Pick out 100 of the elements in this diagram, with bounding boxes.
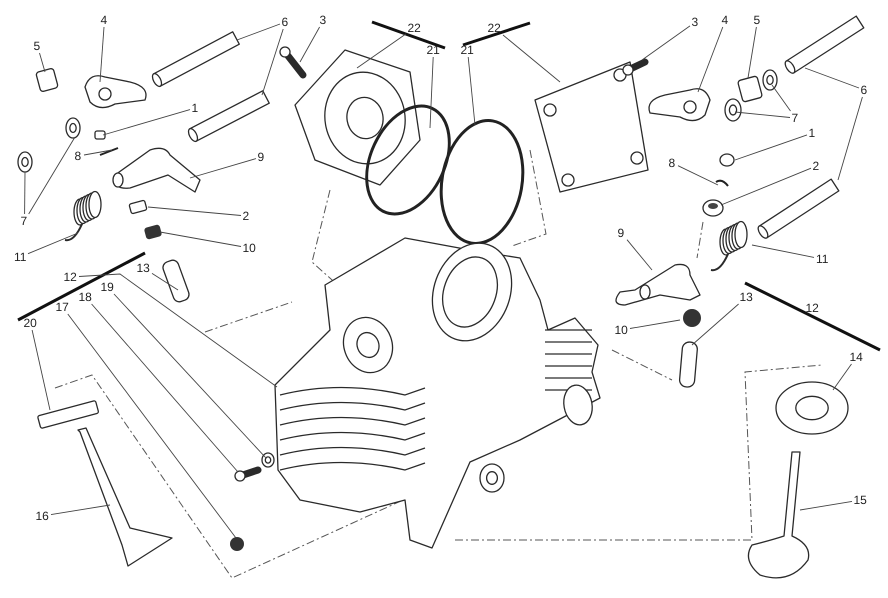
bolt-drawing <box>279 46 306 78</box>
leader-line <box>236 24 280 40</box>
leader-line <box>832 364 852 390</box>
callout-number: 21 <box>426 44 441 56</box>
leader-line <box>152 272 178 290</box>
washer-drawing <box>17 151 33 173</box>
leader-line <box>642 25 690 60</box>
bolt-drawing <box>622 58 648 76</box>
shaft-drawing <box>188 90 270 142</box>
callout-number: 22 <box>486 22 502 34</box>
leader-line <box>720 168 812 206</box>
callout-number: 21 <box>460 44 475 56</box>
bolt-drawing <box>234 466 262 482</box>
shaft-drawing <box>784 15 864 74</box>
rocker-arm-drawing <box>615 264 701 306</box>
leader-line <box>39 52 46 72</box>
leader-line <box>28 136 76 214</box>
valve-drawing <box>748 451 810 578</box>
callout-number: 4 <box>100 14 108 26</box>
pin-drawing <box>100 147 118 156</box>
shaft-drawing <box>758 178 840 239</box>
callout-number: 22 <box>406 22 422 34</box>
spring-retainer-drawing <box>702 199 724 217</box>
leader-line <box>190 158 256 178</box>
callout-number: 10 <box>242 242 257 254</box>
leader-line <box>698 26 724 92</box>
leader-line <box>838 96 863 180</box>
bolt-drawing <box>230 537 244 551</box>
callout-number: 3 <box>318 14 328 26</box>
collar-drawing <box>736 75 764 103</box>
callout-number: 7 <box>20 215 28 227</box>
callout-number: 7 <box>790 112 800 124</box>
leader-line <box>772 84 791 112</box>
leader-line <box>50 504 110 516</box>
collar-drawing <box>35 67 59 93</box>
rocker-arm-drawing <box>112 148 201 193</box>
leader-line <box>748 26 757 78</box>
valve-seal-drawing <box>683 309 701 327</box>
leader-line <box>102 109 190 136</box>
leader-line <box>502 34 560 82</box>
o-ring-drawing <box>365 104 451 216</box>
spring-drawing <box>710 220 748 272</box>
callout-number: 2 <box>812 160 820 172</box>
cover-plate-drawing <box>534 61 649 193</box>
callout-number: 14 <box>848 351 864 363</box>
leader-line <box>678 165 718 186</box>
pad-drawing <box>94 130 106 140</box>
callout-number: 19 <box>100 281 115 293</box>
leader-line <box>32 330 50 410</box>
leader-line <box>160 232 242 247</box>
leader-line <box>24 172 26 214</box>
leader-line <box>752 244 814 258</box>
cylinder-head-drawing <box>274 237 601 549</box>
callout-number: 6 <box>860 84 868 96</box>
pin-drawing <box>716 180 729 187</box>
valve-seat-drawing <box>775 381 849 435</box>
callout-number: 20 <box>22 317 38 329</box>
callout-number: 1 <box>190 102 200 114</box>
callout-number: 5 <box>752 14 762 26</box>
callout-number: 3 <box>690 16 700 28</box>
leader-line <box>28 232 78 254</box>
leader-line <box>84 150 112 156</box>
callout-number: 11 <box>13 251 28 263</box>
o-ring-drawing <box>440 119 524 245</box>
leader-line <box>91 304 238 472</box>
callout-number: 17 <box>54 301 70 313</box>
callout-number: 12 <box>62 271 78 283</box>
leader-line <box>100 26 104 82</box>
leader-line <box>626 239 652 270</box>
leader-line <box>430 56 434 128</box>
leader-line <box>468 56 476 126</box>
spring-drawing <box>64 190 102 242</box>
washer-drawing <box>65 117 81 139</box>
cover-plate-drawing <box>294 49 421 186</box>
valve-guide-drawing <box>678 340 699 388</box>
rocker-arm-drawing <box>648 88 711 122</box>
callout-number: 9 <box>256 151 266 163</box>
leader-line <box>630 320 680 329</box>
callout-number: 9 <box>616 227 626 239</box>
pad-drawing <box>719 153 735 167</box>
leader-line <box>356 33 406 68</box>
callout-number: 13 <box>136 262 151 274</box>
leader-line <box>734 112 790 118</box>
callout-number: 2 <box>242 210 250 222</box>
leader-line <box>114 294 266 458</box>
callout-number: 10 <box>614 324 629 336</box>
rocker-arm-drawing <box>84 75 147 108</box>
valve-drawing <box>77 427 173 567</box>
callout-number: 6 <box>280 16 290 28</box>
leader-line <box>800 500 852 510</box>
shaft-drawing <box>152 31 240 88</box>
washer-drawing <box>261 452 275 468</box>
callout-number: 1 <box>808 127 816 139</box>
leader-line <box>67 314 236 538</box>
callout-number: 11 <box>815 253 830 265</box>
callout-number: 12 <box>804 302 820 314</box>
valve-seal-drawing <box>144 224 162 240</box>
washer-drawing <box>762 69 778 91</box>
leader-line <box>692 304 740 346</box>
leader-line <box>300 26 320 62</box>
